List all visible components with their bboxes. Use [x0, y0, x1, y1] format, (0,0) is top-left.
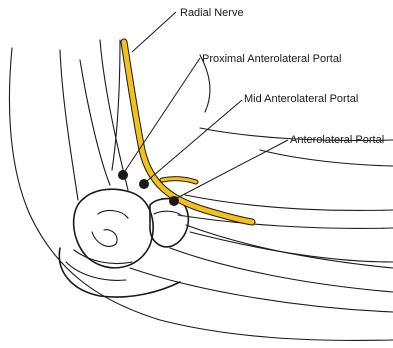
proximal-portal-dot	[118, 170, 128, 180]
mid-portal-leader	[147, 100, 242, 181]
mid-portal-label: Mid Anterolateral Portal	[244, 93, 358, 105]
anterolateral-portal-label: Anterolateral Portal	[290, 134, 384, 146]
elbow-bones	[59, 40, 393, 312]
proximal-portal-label: Proximal Anterolateral Portal	[202, 53, 341, 65]
radial-nerve-label: Radial Nerve	[180, 7, 244, 19]
radial-nerve	[124, 42, 252, 222]
radial-nerve-leader	[132, 12, 176, 52]
arm-outline	[9, 40, 393, 340]
anterolateral-portal-leader	[177, 140, 288, 198]
